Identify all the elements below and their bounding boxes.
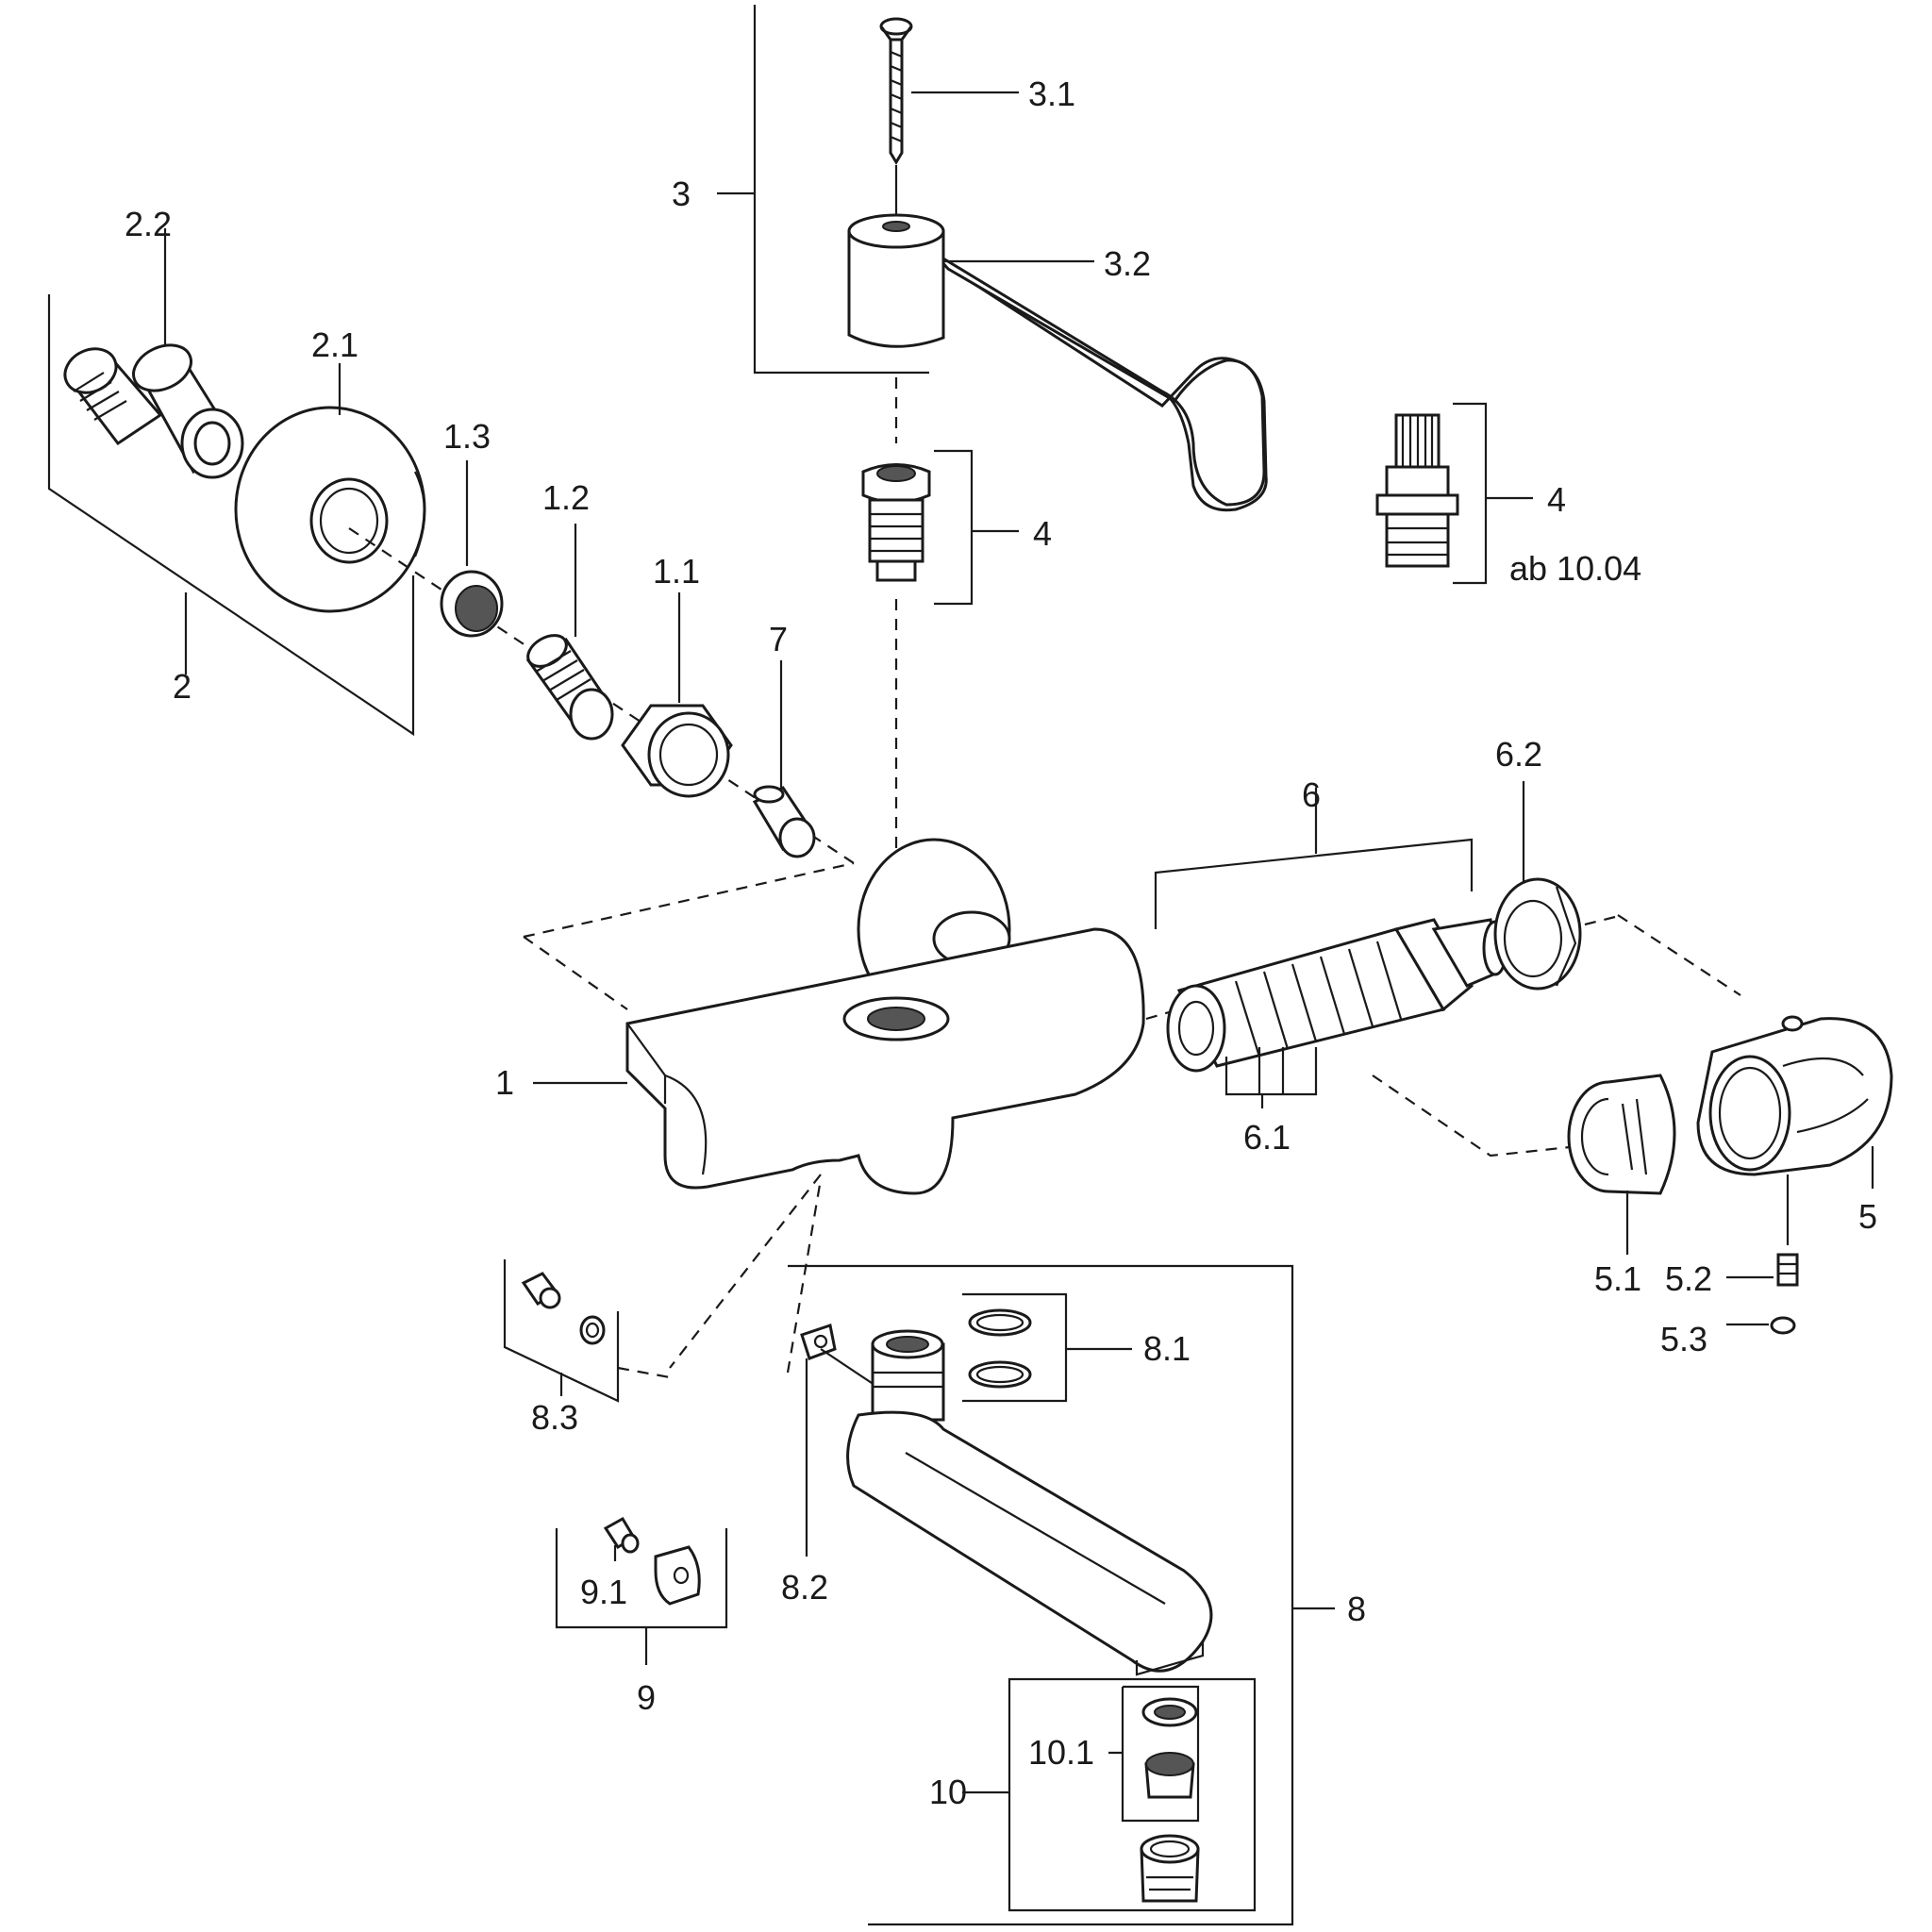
bracket-6-1 (1224, 1047, 1318, 1096)
bracket-4 (934, 449, 1019, 606)
label-4-alt: 4 (1547, 480, 1566, 519)
handle-knob-part (1696, 1015, 1893, 1245)
label-ab-10-04: ab 10.04 (1509, 549, 1641, 588)
label-6-2: 6.2 (1495, 735, 1542, 774)
strainer-part (440, 460, 504, 638)
label-5-2: 5.2 (1665, 1259, 1712, 1298)
handle-insert-part (1567, 1074, 1676, 1255)
label-5: 5 (1858, 1197, 1877, 1236)
label-1-3: 1.3 (443, 417, 491, 456)
label-2-2: 2.2 (125, 205, 172, 243)
label-4: 4 (1033, 514, 1052, 553)
bracket-4b (1453, 402, 1533, 585)
check-valve-part (525, 524, 614, 741)
label-10: 10 (929, 1773, 967, 1811)
label-8-2: 8.2 (781, 1568, 828, 1607)
lever-part (847, 213, 1268, 512)
label-2: 2 (173, 667, 192, 706)
label-10-1: 10.1 (1028, 1733, 1094, 1772)
ring-part (1493, 781, 1624, 991)
label-5-3: 5.3 (1660, 1320, 1707, 1358)
label-9: 9 (637, 1678, 656, 1717)
bracket-9 (555, 1528, 728, 1629)
spout-group (788, 1264, 1335, 1926)
cartridge-alt-part (1375, 402, 1533, 585)
screw-part (879, 17, 1019, 219)
nut-part (621, 592, 733, 798)
label-8-1: 8.1 (1143, 1329, 1191, 1368)
label-6-1: 6.1 (1243, 1118, 1291, 1157)
aerator-group (962, 1677, 1257, 1912)
connector-screw-part (752, 660, 816, 858)
bracket-10 (1008, 1677, 1257, 1912)
label-6: 6 (1302, 775, 1321, 814)
label-7: 7 (769, 620, 788, 658)
lever-handle-group (717, 5, 1268, 512)
clip-part (800, 1324, 878, 1557)
bracket-10-1 (1108, 1685, 1200, 1823)
clip-set-9-group (555, 1516, 728, 1665)
wall-connector-group (47, 228, 426, 737)
thermostat-handle-group (1567, 1015, 1893, 1335)
screw-set-8-3-group (503, 1259, 620, 1403)
thermostat-cartridge-part (1145, 788, 1508, 1108)
label-5-1: 5.1 (1594, 1259, 1641, 1298)
label-8-3: 8.3 (531, 1398, 578, 1437)
label-3-1: 3.1 (1028, 75, 1075, 113)
bracket-8 (788, 1264, 1294, 1926)
label-1: 1 (495, 1063, 514, 1102)
eccentric-connector-part (63, 343, 244, 479)
cap-part (1726, 1316, 1796, 1335)
bracket-8-1 (962, 1292, 1132, 1403)
bracket-3 (717, 5, 929, 375)
grub-screw-part (1726, 1253, 1799, 1287)
label-9-1: 9.1 (580, 1573, 627, 1611)
label-1-2: 1.2 (542, 478, 590, 517)
mixer-body-part (523, 838, 1145, 1195)
label-3-2: 3.2 (1104, 244, 1151, 283)
label-8: 8 (1347, 1590, 1366, 1628)
body-guide-dashed (523, 861, 855, 1010)
label-3: 3 (672, 175, 691, 213)
o-rings-part (962, 1292, 1132, 1403)
spout-guide-dashed (617, 1174, 823, 1379)
handle-guide-dashed (1372, 914, 1741, 1158)
cartridge-part (861, 449, 1019, 606)
label-2-1: 2.1 (311, 325, 358, 364)
bracket-6 (1154, 788, 1474, 929)
rosette-part (234, 363, 426, 613)
bracket-2 (47, 294, 415, 737)
part-labels: 3.1 3 3.2 2.2 2.1 1.3 1.2 1.1 7 2 4 4 ab… (125, 75, 1877, 1811)
label-1-1: 1.1 (653, 552, 700, 591)
